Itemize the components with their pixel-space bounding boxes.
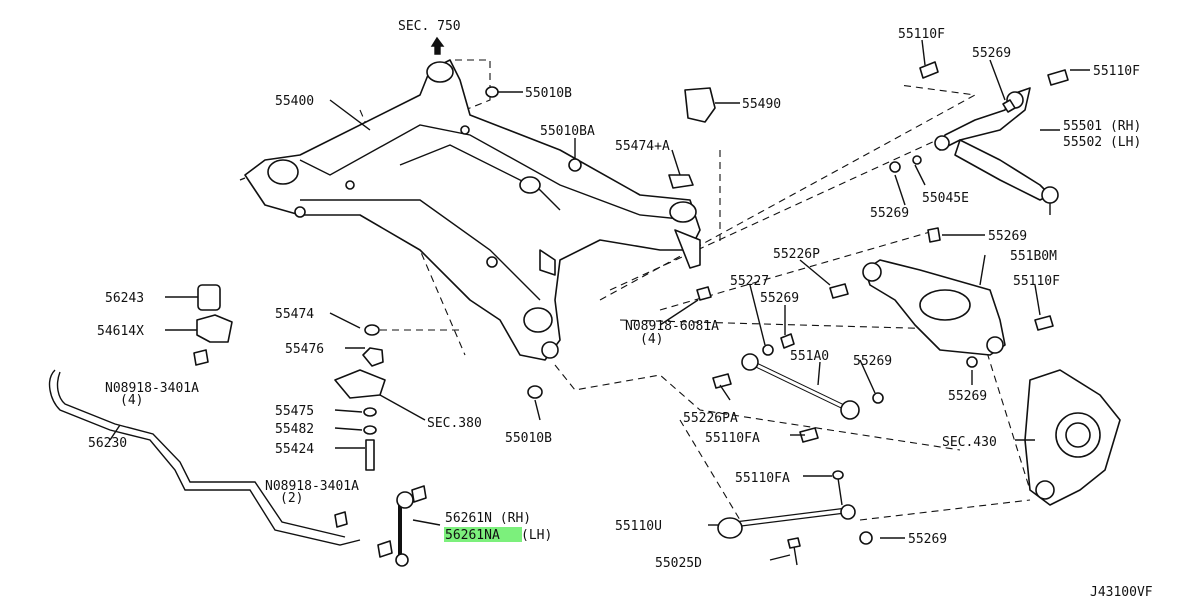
label-55110f-3[interactable]: 55110F — [1013, 274, 1060, 289]
label-55110fa-2[interactable]: 55110FA — [735, 471, 790, 486]
label-55269-2[interactable]: 55269 — [870, 206, 909, 221]
label-55269-3[interactable]: 55269 — [988, 229, 1027, 244]
lower-arm-551b0m — [829, 227, 1054, 368]
label-54614x[interactable]: 54614X — [97, 324, 144, 339]
label-55269-7[interactable]: 55269 — [908, 532, 947, 547]
label-55482[interactable]: 55482 — [275, 422, 314, 437]
label-56230[interactable]: 56230 — [88, 436, 127, 451]
part-labels: SEC. 750 55400 55010B 55010BA 55490 5547… — [88, 19, 1153, 600]
subframe-bushing-bottom — [523, 307, 553, 333]
label-sec380[interactable]: SEC.380 — [427, 416, 482, 431]
label-55269-6[interactable]: 55269 — [948, 389, 987, 404]
label-551b0m[interactable]: 551B0M — [1010, 249, 1057, 264]
label-55010b-bottom[interactable]: 55010B — [505, 431, 552, 446]
lower-link-55110u — [717, 470, 873, 566]
label-55226pa[interactable]: 55226PA — [683, 411, 738, 426]
diagram-code: J43100VF — [1090, 585, 1153, 600]
label-qty-4b[interactable]: (4) — [640, 332, 663, 347]
label-551a0[interactable]: 551A0 — [790, 349, 829, 364]
upper-arm-55501 — [889, 61, 1069, 215]
label-n08918-3401a-1[interactable]: N08918-3401A — [105, 381, 199, 396]
label-56243[interactable]: 56243 — [105, 291, 144, 306]
label-55400[interactable]: 55400 — [275, 94, 314, 109]
label-55490[interactable]: 55490 — [742, 97, 781, 112]
knuckle-sec430 — [1024, 369, 1121, 506]
label-sec750[interactable]: SEC. 750 — [398, 19, 461, 34]
label-sec430[interactable]: SEC.430 — [942, 435, 997, 450]
label-55476[interactable]: 55476 — [285, 342, 324, 357]
label-55269-1[interactable]: 55269 — [972, 46, 1011, 61]
label-55045e[interactable]: 55045E — [922, 191, 969, 206]
label-55502[interactable]: 55502 (LH) — [1063, 135, 1141, 150]
label-55110f-2[interactable]: 55110F — [1093, 64, 1140, 79]
label-n08918-3401a-2[interactable]: N08918-3401A — [265, 479, 359, 494]
label-55474a[interactable]: 55474+A — [615, 139, 670, 154]
label-55269-4[interactable]: 55269 — [760, 291, 799, 306]
subframe-bushing-left — [267, 159, 299, 185]
label-55226p[interactable]: 55226P — [773, 247, 820, 262]
subframe-55400 — [239, 59, 701, 361]
label-55501[interactable]: 55501 (RH) — [1063, 119, 1141, 134]
label-55110fa-1[interactable]: 55110FA — [705, 431, 760, 446]
label-55025d[interactable]: 55025D — [655, 556, 702, 571]
arrow-up-icon — [430, 36, 445, 55]
label-56261na[interactable]: 56261NA — [445, 528, 500, 543]
label-qty-2[interactable]: (2) — [280, 491, 303, 506]
label-55269-5[interactable]: 55269 — [853, 354, 892, 369]
leader-lines — [109, 39, 1090, 561]
label-n08918-6081a[interactable]: N08918-6081A — [625, 319, 719, 334]
label-55475[interactable]: 55475 — [275, 404, 314, 419]
label-55227[interactable]: 55227 — [730, 274, 769, 289]
label-56261n[interactable]: 56261N (RH) — [445, 511, 531, 526]
label-55110f-1[interactable]: 55110F — [898, 27, 945, 42]
highlight-56261na — [444, 527, 522, 542]
label-qty-4a[interactable]: (4) — [120, 393, 143, 408]
link-551a0 — [712, 333, 884, 443]
label-55110u[interactable]: 55110U — [615, 519, 662, 534]
label-56261na-lh: (LH) — [521, 528, 552, 543]
label-55010ba[interactable]: 55010BA — [540, 124, 595, 139]
label-55474[interactable]: 55474 — [275, 307, 314, 322]
subframe-bushing-right — [669, 201, 697, 223]
label-55010b-top[interactable]: 55010B — [525, 86, 572, 101]
label-55424[interactable]: 55424 — [275, 442, 314, 457]
subframe-bushing-top — [426, 61, 454, 83]
